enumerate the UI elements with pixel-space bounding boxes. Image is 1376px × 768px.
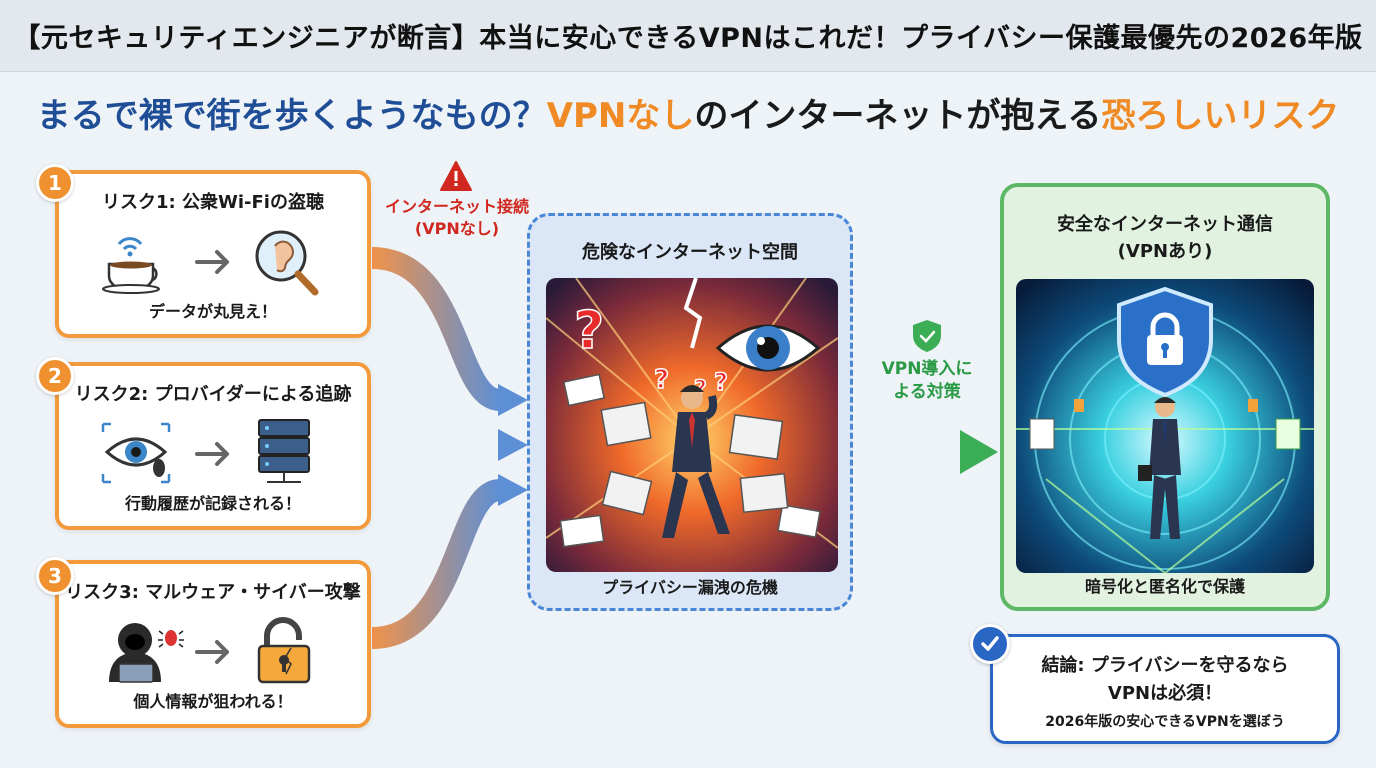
svg-text:?: ? (714, 368, 728, 396)
risk-2-number-badge: 2 (36, 357, 74, 395)
email-icon (559, 373, 821, 548)
headline-part-1: まるで裸で街を歩くようなもの？ (36, 96, 547, 136)
shield-icon (913, 320, 941, 352)
eye-icon (715, 324, 821, 372)
bug-icon (158, 630, 184, 648)
danger-panel-caption: プライバシー漏洩の危機 (602, 578, 778, 597)
risk-3-number-badge: 3 (36, 557, 74, 595)
svg-text:?: ? (654, 365, 669, 395)
danger-illustration: ? ? ? ? (546, 278, 838, 572)
risk-2-caption: 行動履歴が記録される！ (124, 494, 301, 513)
conclusion-line-3: 2026年版の安心できるVPNを選ぼう (1045, 714, 1285, 730)
warning-label: インターネット接続 (VPNなし) (372, 196, 542, 239)
page-title: 【元セキュリティエンジニアが断言】本当に安心できるVPNはこれだ！プライバシー保… (13, 23, 1363, 54)
server-icon (258, 419, 310, 483)
headline: まるで裸で街を歩くようなもの？VPNなしのインターネットが抱える恐ろしいリスク (0, 88, 1376, 138)
risk-1-title: リスク1: 公衆Wi-Fiの盗聴 (102, 192, 324, 213)
hacker-icon (109, 623, 161, 683)
coffee-wifi-icon (102, 237, 160, 294)
danger-panel: 危険なインターネット空間 ? ? ? ? (527, 213, 853, 611)
countermeasure-line-1: VPN導入に (881, 359, 973, 379)
svg-text:?: ? (574, 301, 604, 361)
businessman-icon (1138, 397, 1181, 539)
check-icon (970, 624, 1010, 664)
businessman-icon (662, 385, 730, 538)
conclusion-line-2: VPNは必須！ (1107, 683, 1223, 704)
headline-part-3: のインターネットが抱える (694, 96, 1102, 136)
risk-card-1: リスク1: 公衆Wi-Fiの盗聴 データが丸見え！ (55, 170, 371, 338)
right-arrow-icon (195, 250, 229, 274)
safe-title-line-1: 安全なインターネット通信 (1057, 214, 1273, 235)
eye-tracking-icon (101, 422, 171, 484)
risk-3-caption: 個人情報が狙われる！ (133, 692, 293, 711)
safe-title-line-2: (VPNあり) (1117, 241, 1213, 262)
risk-1-caption: データが丸見え！ (148, 302, 277, 321)
safe-panel-title: 安全なインターネット通信 (VPNあり) (1004, 211, 1326, 265)
warning-line-1: インターネット接続 (384, 197, 529, 216)
safe-panel: 安全なインターネット通信 (VPNあり) (1000, 183, 1330, 611)
broken-padlock-icon (257, 617, 311, 684)
right-arrow-icon (195, 442, 229, 466)
safe-illustration (1016, 279, 1314, 573)
arrow-risk-1 (371, 247, 502, 411)
countermeasure-line-2: よる対策 (893, 381, 961, 402)
arrow-risk-3 (371, 479, 503, 649)
document-icon (1029, 399, 1301, 450)
risk-card-3: リスク3: マルウェア・サイバー攻撃 個人情報が狙われる！ (55, 560, 371, 728)
risk-card-2: リスク2: プロバイダーによる追跡 行動履歴が記録される！ (55, 362, 371, 530)
danger-panel-title: 危険なインターネット空間 (582, 242, 798, 263)
header-bar: 【元セキュリティエンジニアが断言】本当に安心できるVPNはこれだ！プライバシー保… (0, 0, 1376, 72)
warning-line-2: (VPNなし) (414, 218, 500, 238)
lock-shield-icon (1117, 286, 1213, 398)
countermeasure-label: VPN導入に よる対策 (862, 358, 992, 404)
conclusion-line-1: 結論: プライバシーを守るなら (1041, 655, 1289, 676)
warning-triangle-icon (440, 161, 472, 191)
ear-magnifier-icon (255, 230, 319, 296)
document-icon (600, 401, 789, 516)
headline-part-2: VPNなし (546, 96, 695, 136)
risk-3-title: リスク3: マルウェア・サイバー攻撃 (65, 582, 361, 603)
conclusion-box: 結論: プライバシーを守るなら VPNは必須！ 2026年版の安心できるVPNを… (990, 634, 1340, 744)
risk-1-number-badge: 1 (36, 164, 74, 202)
headline-part-4: 恐ろしいリスク (1101, 96, 1340, 136)
risk-2-title: リスク2: プロバイダーによる追跡 (74, 384, 352, 405)
safe-panel-caption: 暗号化と匿名化で保護 (1084, 577, 1245, 596)
right-arrow-icon (195, 640, 229, 664)
